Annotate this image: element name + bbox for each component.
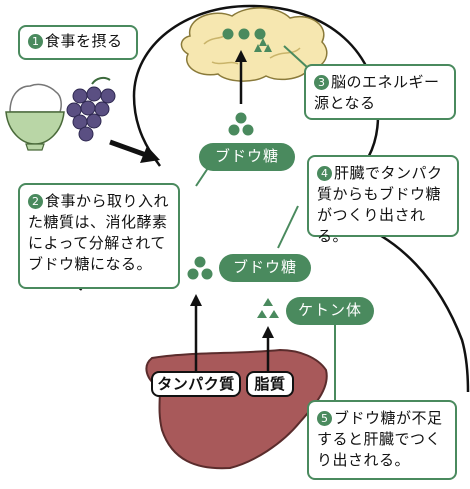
arrow-to-mouth — [109, 139, 160, 163]
glucose-molecules-body — [187, 256, 213, 280]
fat-label: 脂質 — [246, 371, 294, 397]
ketone-molecules — [257, 298, 279, 318]
human-silhouette — [132, 4, 470, 393]
protein-label: タンパク質 — [151, 371, 241, 397]
step-number-2: 2 — [28, 194, 43, 209]
ketone-label: ケトン体 — [286, 297, 374, 325]
step-5-text: ブドウ糖が不足すると肝臓でつくり出される。 — [317, 409, 443, 469]
step-4-text: 肝臓でタンパク質からもブドウ糖がつくり出される。 — [317, 164, 443, 245]
step-number-5: 5 — [317, 411, 332, 426]
step-3-text: 脳のエネルギー源となる — [314, 73, 440, 112]
step-number-1: 1 — [28, 34, 43, 49]
arrow-protein-to-glucose — [190, 294, 202, 372]
arrow-to-brain — [235, 50, 247, 104]
glucose-label-neck: ブドウ糖 — [199, 143, 295, 171]
rice-bowl-icon — [5, 83, 65, 151]
step-1-text: 食事を摂る — [45, 32, 123, 50]
brain-icon — [180, 7, 328, 82]
grapes-icon — [66, 76, 116, 142]
glucose-label-body: ブドウ糖 — [219, 254, 311, 282]
arrow-fat-to-ketone — [262, 326, 274, 372]
step-number-4: 4 — [317, 166, 332, 181]
glucose-molecules-neck — [228, 112, 254, 136]
step-2-text: 食事から取り入れた糖質は、消化酵素によって分解されてブドウ糖になる。 — [28, 192, 170, 273]
liver-icon — [145, 348, 328, 470]
step-number-3: 3 — [314, 75, 329, 90]
